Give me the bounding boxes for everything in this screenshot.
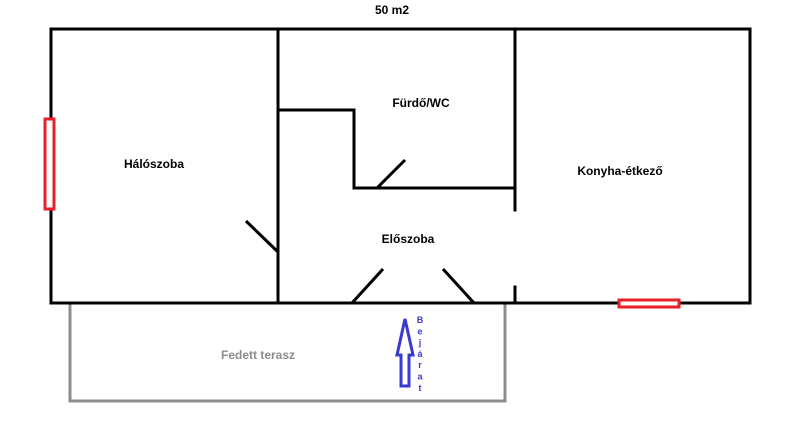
room-label-bathroom: Fürdő/WC [392,96,450,110]
entrance-letter: r [418,360,422,370]
room-label-hallway: Előszoba [382,232,435,246]
door-entrance-right [441,267,476,305]
windows [43,117,681,309]
entrance-letter: t [419,383,422,393]
door-bedroom [244,219,280,254]
room-label-bedroom: Hálószoba [124,157,184,171]
entrance-letter: B [417,315,424,325]
doors [244,158,476,305]
area-label: 50 m2 [375,3,409,17]
terrace-outline [68,303,507,403]
entrance-arrow-icon [395,318,415,388]
room-label-terrace: Fedett terasz [221,348,295,362]
wall-bathroom [276,108,517,190]
room-label-kitchen: Konyha-étkező [577,164,662,178]
door-entrance-left [350,267,385,305]
door-bathroom [375,158,407,190]
window-bedroom [43,117,56,211]
walls [49,27,752,305]
entrance-letter: a [417,372,423,382]
entrance-letter: j [418,338,422,348]
entrance-letter: e [417,326,422,336]
window-kitchen [617,298,681,309]
entrance-letter: á [417,349,423,359]
